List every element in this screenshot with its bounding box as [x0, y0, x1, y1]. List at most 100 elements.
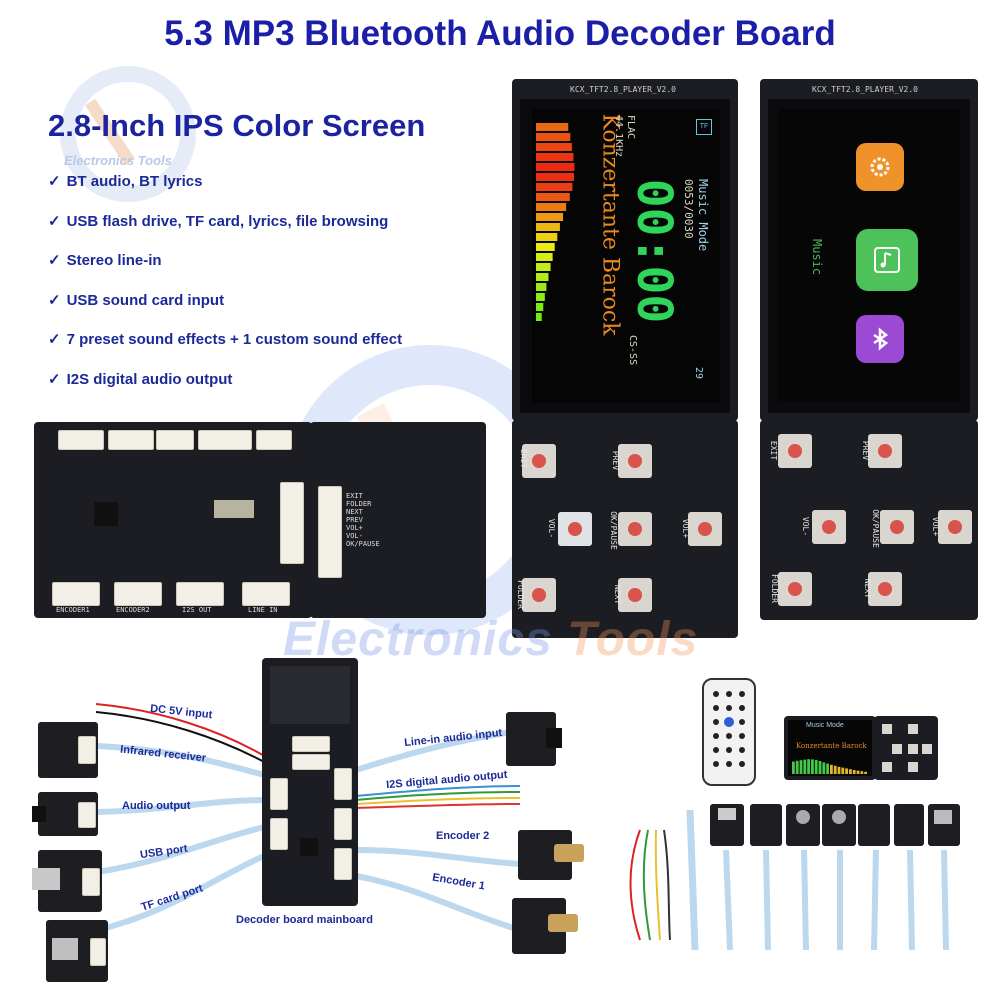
mini-spectrum-bar — [830, 764, 833, 774]
sample-rate: 44.1KHz — [613, 115, 624, 158]
decoder-mainboard-vertical — [262, 658, 358, 906]
spectrum-bar — [536, 263, 551, 271]
bluetooth-icon — [873, 327, 889, 351]
next-button[interactable] — [618, 578, 652, 612]
menu-label: Music — [810, 239, 824, 276]
music-note-icon — [874, 247, 900, 273]
mini-spectrum — [792, 759, 867, 774]
i2s-out-connector — [176, 582, 224, 606]
exit-button[interactable] — [778, 434, 812, 468]
label-encoder-2: Encoder 2 — [436, 830, 490, 842]
check-icon: ✓ — [48, 331, 61, 348]
track-counter: 0053/0030 — [682, 179, 695, 239]
section-subtitle: 2.8-Inch IPS Color Screen — [48, 108, 426, 143]
line-in-module — [506, 712, 562, 766]
encoder-2-module — [518, 830, 584, 880]
chip — [94, 502, 118, 526]
mini-audio-module — [858, 804, 890, 846]
vol-minus-button[interactable] — [558, 512, 592, 546]
folder-button[interactable] — [778, 572, 812, 606]
music-menu-tile[interactable] — [856, 229, 918, 291]
spectrum-bar — [536, 133, 571, 141]
mini-tf-module — [928, 804, 960, 846]
line-in-connector — [242, 582, 290, 606]
mini-spectrum-bar — [822, 762, 826, 774]
mini-spectrum-bar — [818, 761, 822, 774]
check-icon: ✓ — [48, 252, 61, 269]
volume-value: 29 — [693, 367, 704, 380]
button-board-right: EXIT PREV VOL- OK/PAUSE VOL+ FOLDER NEXT — [760, 420, 978, 620]
spectrum-bar — [536, 283, 547, 291]
tf-card-icon: TF — [696, 119, 712, 135]
mini-spectrum-bar — [856, 770, 860, 774]
mini-spectrum-bar — [837, 766, 841, 774]
connector-top — [108, 430, 154, 450]
prev-button[interactable] — [618, 444, 652, 478]
spectrum-bar — [536, 173, 574, 181]
spectrum-bar — [536, 223, 560, 231]
watermark-big: Electronics Tools — [283, 613, 699, 666]
board-label: KCX_TFT2.8_PLAYER_V2.0 — [570, 85, 676, 94]
label-audio-output: Audio output — [122, 800, 191, 812]
spectrum-bar — [536, 273, 549, 281]
side-connector — [280, 482, 304, 564]
usb-port-module — [32, 850, 102, 912]
spectrum-bar — [536, 233, 558, 241]
spectrum-bar — [536, 143, 572, 151]
check-icon: ✓ — [48, 173, 61, 190]
check-icon: ✓ — [48, 212, 61, 230]
lcd-frame: Music — [768, 99, 970, 413]
mini-spectrum-bar — [845, 768, 848, 774]
vol-minus-button[interactable] — [812, 510, 846, 544]
spectrum-bar — [536, 193, 570, 201]
spectrum-bar — [536, 213, 564, 221]
prev-button[interactable] — [868, 434, 902, 468]
spectrum-bar — [536, 313, 542, 321]
page-title: 5.3 MP3 Bluetooth Audio Decoder Board — [164, 14, 836, 53]
spectrum-bar — [536, 123, 569, 131]
infrared-receiver-module — [38, 722, 98, 778]
feature-item: ✓7 preset sound effects + 1 custom sound… — [48, 331, 403, 348]
remote-buttons — [713, 691, 745, 767]
connector-top — [256, 430, 292, 450]
folder-button[interactable] — [522, 578, 556, 612]
encoder2-connector — [114, 582, 162, 606]
mini-spectrum-bar — [833, 765, 837, 774]
spectrum-bar — [536, 153, 574, 161]
mini-spectrum-bar — [795, 760, 799, 774]
chip — [300, 838, 318, 856]
fpc-connector — [214, 500, 254, 518]
mini-spectrum-bar — [811, 759, 814, 774]
mini-spectrum-bar — [803, 759, 807, 774]
board-label: KCX_TFT2.8_PLAYER_V2.0 — [812, 85, 918, 94]
display-module-left: KCX_TFT2.8_PLAYER_V2.0 Konzertante Baroc… — [512, 79, 738, 421]
button-header-connector — [318, 486, 342, 578]
spectrum-bar — [536, 163, 575, 171]
mini-spectrum-bar — [826, 763, 829, 774]
mini-spectrum-bar — [814, 760, 818, 774]
exit-button[interactable] — [522, 444, 556, 478]
spectrum-bar — [536, 243, 555, 251]
next-button[interactable] — [868, 572, 902, 606]
button-connector-board: EXIT FOLDER NEXT PREV VOL+ VOL- OK/PAUSE — [310, 422, 486, 618]
spectrum-bar — [536, 303, 544, 311]
button-board-left: EXIT PREV VOL- OK/PAUSE VOL+ FOLDER NEXT — [512, 420, 738, 638]
wiring-cables — [95, 703, 949, 951]
ok-pause-button[interactable] — [618, 512, 652, 546]
format-label: FLAC — [625, 115, 636, 140]
spectrum-visualizer — [536, 123, 575, 321]
mini-display: Music Mode Konzertante Barock — [784, 716, 876, 780]
mini-ir-module — [750, 804, 782, 846]
decoder-mainboard: ENCODER1 ENCODER2 I2S OUT LINE IN — [34, 422, 312, 618]
vol-plus-button[interactable] — [688, 512, 722, 546]
encoder-1-module — [512, 898, 578, 954]
check-icon: ✓ — [48, 291, 61, 309]
connector-top — [156, 430, 194, 450]
feature-item: ✓USB sound card input — [48, 291, 225, 309]
feature-item: ✓USB flash drive, TF card, lyrics, file … — [48, 212, 389, 230]
vol-plus-button[interactable] — [938, 510, 972, 544]
codec-label: CS-SS — [627, 335, 638, 366]
mini-spectrum-bar — [864, 771, 867, 774]
brand-watermark-logo — [60, 66, 196, 202]
ok-pause-button[interactable] — [880, 510, 914, 544]
